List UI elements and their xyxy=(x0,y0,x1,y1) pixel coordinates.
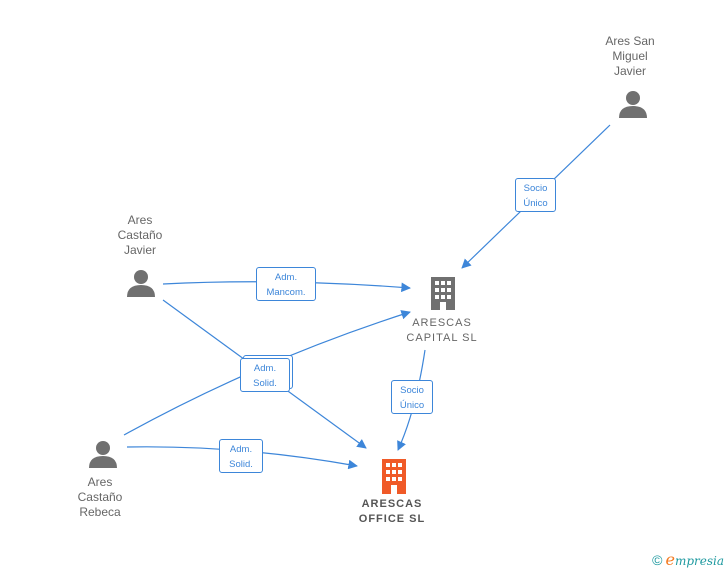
person-icon[interactable] xyxy=(126,268,156,298)
edge-label-adm-solid-stacked[interactable]: Adm. Solid. xyxy=(240,358,290,392)
brand-logo: empresia xyxy=(665,550,724,569)
edge-label-socio-unico-capital[interactable]: Socio Único xyxy=(391,380,433,414)
copyright-icon: © xyxy=(652,552,663,568)
edge-label-adm-mancom[interactable]: Adm. Mancom. xyxy=(256,267,316,301)
node-label-ares-castano-rebeca[interactable]: Ares Castaño Rebeca xyxy=(77,475,123,519)
building-icon[interactable] xyxy=(428,276,458,310)
node-label-arescas-office-sl[interactable]: ARESCAS OFFICE SL xyxy=(358,498,426,525)
empresia-watermark[interactable]: ©empresia xyxy=(652,550,724,569)
building-icon[interactable] xyxy=(379,458,409,494)
person-icon[interactable] xyxy=(88,439,118,469)
node-label-ares-castano-javier[interactable]: Ares Castaño Javier xyxy=(117,213,163,257)
node-label-arescas-capital-sl[interactable]: ARESCAS CAPITAL SL xyxy=(406,317,478,344)
node-label-ares-san-miguel-javier[interactable]: Ares San Miguel Javier xyxy=(605,34,655,78)
edge-label-socio-unico[interactable]: Socio Único xyxy=(515,178,556,212)
person-icon[interactable] xyxy=(618,89,648,119)
edge-label-adm-solid-rebeca[interactable]: Adm. Solid. xyxy=(219,439,263,473)
